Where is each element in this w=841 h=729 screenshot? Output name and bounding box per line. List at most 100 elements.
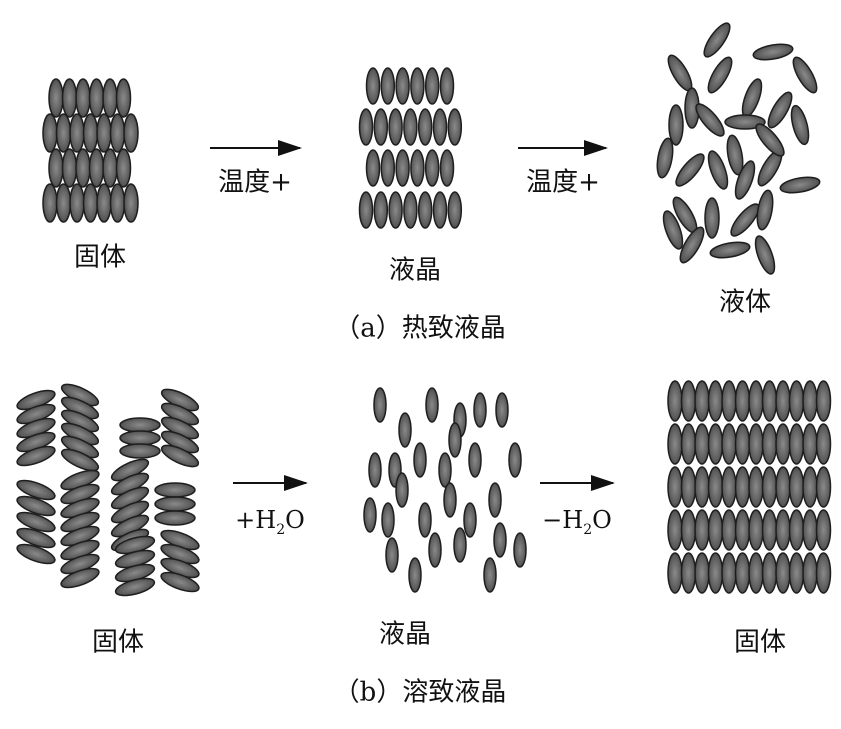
molecule-liquid-a xyxy=(755,123,785,157)
molecule-solid-b-right xyxy=(721,423,737,465)
molecule-liquid-a xyxy=(754,235,776,275)
molecule-solid-b-right xyxy=(802,552,818,594)
molecule-liquid-a xyxy=(726,134,744,176)
molecule-solid-a xyxy=(48,78,64,118)
molecule-solid-b-right xyxy=(788,552,805,594)
molecule-solid-b-right xyxy=(721,466,737,508)
molecule-solid-b-right xyxy=(802,423,818,465)
molecule-solid-b-right xyxy=(775,509,791,551)
molecule-solid-b-left xyxy=(60,567,100,589)
molecule-lc-b xyxy=(381,502,395,538)
molecule-solid-b-right xyxy=(694,509,710,551)
molecule-solid-b-right xyxy=(667,380,683,422)
molecule-solid-a xyxy=(55,183,72,223)
molecule-lc-a xyxy=(417,191,433,229)
molecule-lc-a xyxy=(403,191,418,229)
solid-right-label-b: 固体 xyxy=(733,627,787,658)
molecule-liquid-a xyxy=(724,114,766,130)
molecule-liquid-a xyxy=(752,43,794,61)
molecule-solid-b-right xyxy=(734,423,751,465)
molecule-solid-b-right xyxy=(788,509,805,551)
molecule-lc-a xyxy=(365,149,381,187)
molecule-lc-a xyxy=(439,149,455,187)
molecule-lc-a xyxy=(432,108,448,146)
molecule-solid-a xyxy=(61,78,78,118)
molecule-lc-b xyxy=(363,497,377,533)
molecule-lc-b xyxy=(508,442,522,478)
molecule-liquid-a xyxy=(792,56,818,94)
molecule-solid-b-right xyxy=(748,552,764,594)
lc-label-a: 液晶 xyxy=(388,255,442,286)
molecule-liquid-a xyxy=(790,104,810,146)
molecule-solid-a xyxy=(42,183,58,223)
molecule-lc-b xyxy=(385,537,399,573)
molecule-solid-b-right xyxy=(815,466,832,508)
molecule-lc-b xyxy=(488,482,502,518)
solid-left-label-b: 固体 xyxy=(91,627,145,658)
molecule-solid-b-right xyxy=(815,380,832,422)
molecule-solid-b-right xyxy=(734,466,751,508)
molecule-solid-b-right xyxy=(680,552,697,594)
molecule-liquid-a xyxy=(741,78,763,118)
molecule-lc-b xyxy=(453,527,467,563)
molecule-solid-b-left xyxy=(114,577,156,597)
molecule-solid-b-left xyxy=(16,479,56,501)
molecule-solid-a xyxy=(88,148,105,188)
molecule-lc-b xyxy=(428,532,442,568)
molecule-solid-b-right xyxy=(667,466,683,508)
molecule-lc-b xyxy=(513,532,527,568)
molecule-lc-a xyxy=(417,108,433,146)
molecule-solid-b-left xyxy=(60,448,100,472)
molecule-lc-a xyxy=(373,191,389,229)
molecule-solid-b-right xyxy=(748,509,764,551)
molecule-solid-a xyxy=(109,113,126,153)
molecule-solid-b-right xyxy=(680,466,697,508)
molecule-solid-b-right xyxy=(748,466,764,508)
molecule-solid-a xyxy=(61,148,78,188)
molecule-lc-b xyxy=(368,452,382,488)
molecule-solid-b-right xyxy=(788,380,805,422)
molecule-solid-b-left xyxy=(16,495,56,517)
molecule-liquid-a xyxy=(704,197,720,239)
molecule-solid-a xyxy=(75,148,91,188)
molecule-lc-a xyxy=(358,191,374,229)
molecule-solid-a xyxy=(42,113,58,153)
molecule-lc-a xyxy=(447,191,463,229)
molecule-liquid-a xyxy=(779,176,821,194)
molecule-solid-a xyxy=(115,78,132,118)
molecule-solid-b-right xyxy=(721,509,737,551)
molecule-solid-b-right xyxy=(775,423,791,465)
molecule-lc-b xyxy=(438,452,452,488)
molecule-solid-b-right xyxy=(667,552,683,594)
molecule-lc-b xyxy=(443,482,457,518)
molecule-solid-b-left xyxy=(16,527,56,549)
molecule-lc-a xyxy=(358,108,374,146)
molecule-lc-b xyxy=(493,522,507,558)
molecule-solid-b-right xyxy=(802,380,818,422)
solid-label-a: 固体 xyxy=(73,242,127,273)
caption-a: （a）热致液晶 xyxy=(334,313,506,344)
molecule-solid-a xyxy=(69,113,85,153)
molecule-lc-b xyxy=(418,502,432,538)
molecule-lc-a xyxy=(410,149,425,187)
molecule-solid-b-right xyxy=(761,466,778,508)
molecule-solid-b-right xyxy=(761,423,778,465)
molecule-solid-b-left xyxy=(154,496,196,512)
arrow-a2-label: 温度+ xyxy=(526,167,600,198)
molecule-lc-a xyxy=(380,67,396,105)
molecule-solid-b-left xyxy=(160,444,200,468)
molecule-solid-b-right xyxy=(707,466,724,508)
molecule-solid-b-left xyxy=(16,511,56,533)
molecule-lc-a xyxy=(432,191,448,229)
molecule-solid-b-right xyxy=(680,423,697,465)
molecule-solid-b-right xyxy=(815,423,832,465)
molecule-solid-b-right xyxy=(748,380,764,422)
molecule-lc-b xyxy=(468,442,482,478)
molecule-lc-a xyxy=(424,67,440,105)
molecule-lc-a xyxy=(388,191,403,229)
molecule-lc-b xyxy=(398,412,412,448)
arrow-b1-label: +H2O xyxy=(235,506,305,538)
molecule-solid-b-right xyxy=(667,509,683,551)
